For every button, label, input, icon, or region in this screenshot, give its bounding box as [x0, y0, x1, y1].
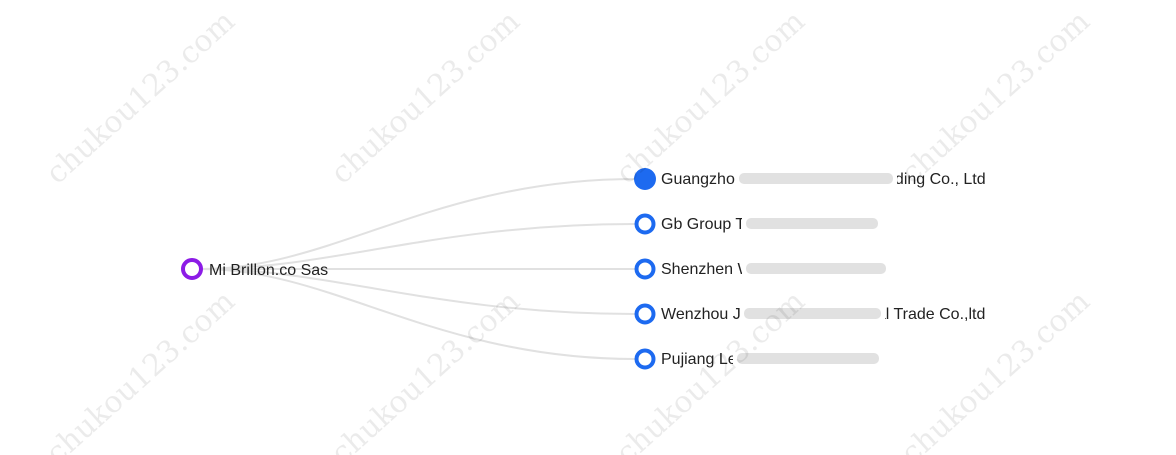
root-node-label[interactable]: Mi Brillon.co Sas	[209, 262, 328, 279]
child-node-marker-2[interactable]	[634, 213, 656, 235]
redaction-mask-4	[740, 303, 885, 323]
edge-2	[201, 223, 636, 270]
child-node-4[interactable]: Wenzhou Jiecheng International Trade Co.…	[634, 303, 986, 325]
redaction-mask-2	[742, 213, 882, 233]
edge-5	[201, 268, 636, 360]
redaction-mask-3	[742, 258, 890, 278]
root-node-marker[interactable]	[181, 258, 203, 280]
edge-1	[201, 178, 636, 270]
child-node-2[interactable]: Gb Group Technology Co.,ltd	[634, 213, 883, 235]
child-node-5[interactable]: Pujiang Leyuan Crystal Co.,ltd	[634, 348, 884, 370]
child-node-1[interactable]: Guangzhou Aifeng Electronic Trading Co.,…	[634, 168, 986, 190]
edge-4	[201, 268, 636, 315]
child-node-3[interactable]: Shenzhen Wecares Lighting	[634, 258, 891, 280]
child-node-marker-1[interactable]	[634, 168, 656, 190]
redaction-blur-1	[739, 173, 893, 184]
child-node-marker-3[interactable]	[634, 258, 656, 280]
redaction-blur-2	[746, 218, 878, 229]
redaction-mask-1	[735, 168, 897, 188]
root-node[interactable]: Mi Brillon.co Sas	[181, 258, 328, 280]
redaction-mask-5	[733, 348, 883, 368]
edge-group	[201, 178, 636, 360]
child-node-marker-5[interactable]	[634, 348, 656, 370]
node-group: Mi Brillon.co Sas Guangzhou Aifeng Electr…	[181, 168, 986, 370]
redaction-blur-5	[737, 353, 879, 364]
child-node-marker-4[interactable]	[634, 303, 656, 325]
redaction-blur-3	[746, 263, 886, 274]
redaction-blur-4	[744, 308, 881, 319]
